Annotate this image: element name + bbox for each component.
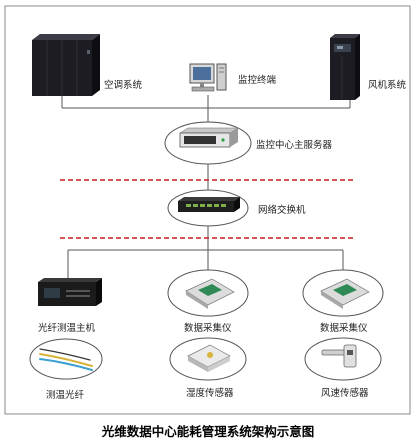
server-icon xyxy=(179,127,239,148)
collector1-label: 数据采集仪 xyxy=(184,322,232,334)
fiber-label: 测温光纤 xyxy=(46,389,85,401)
monitor-terminal-label: 监控终端 xyxy=(238,74,277,86)
connection-lines xyxy=(61,95,351,280)
data-collector-icon xyxy=(185,278,235,309)
monitor-terminal-icon xyxy=(189,63,227,92)
fan-system-label: 风机系统 xyxy=(368,79,407,91)
switch-label: 网络交换机 xyxy=(258,204,306,216)
network-switch-icon xyxy=(178,197,240,212)
humidity-sensor-icon xyxy=(187,344,231,372)
fiber-cable-icon xyxy=(39,348,93,371)
humidity-label: 湿度传感器 xyxy=(186,387,234,399)
air-conditioner-icon xyxy=(32,34,100,96)
collector2-label: 数据采集仪 xyxy=(320,322,368,334)
wind-ellipse xyxy=(304,337,382,381)
fan-system-icon xyxy=(330,34,360,100)
ac-system-label: 空调系统 xyxy=(104,79,143,91)
wind-sensor-icon xyxy=(321,344,357,368)
wind-label: 风速传感器 xyxy=(321,387,369,399)
server-label: 监控中心主服务器 xyxy=(256,139,333,151)
fiber-host-icon xyxy=(38,278,102,306)
data-collector-icon xyxy=(320,278,370,309)
diagram-title: 光维数据中心能耗管理系统架构示意图 xyxy=(101,424,315,439)
fiber-host-label: 光纤测温主机 xyxy=(38,322,96,334)
